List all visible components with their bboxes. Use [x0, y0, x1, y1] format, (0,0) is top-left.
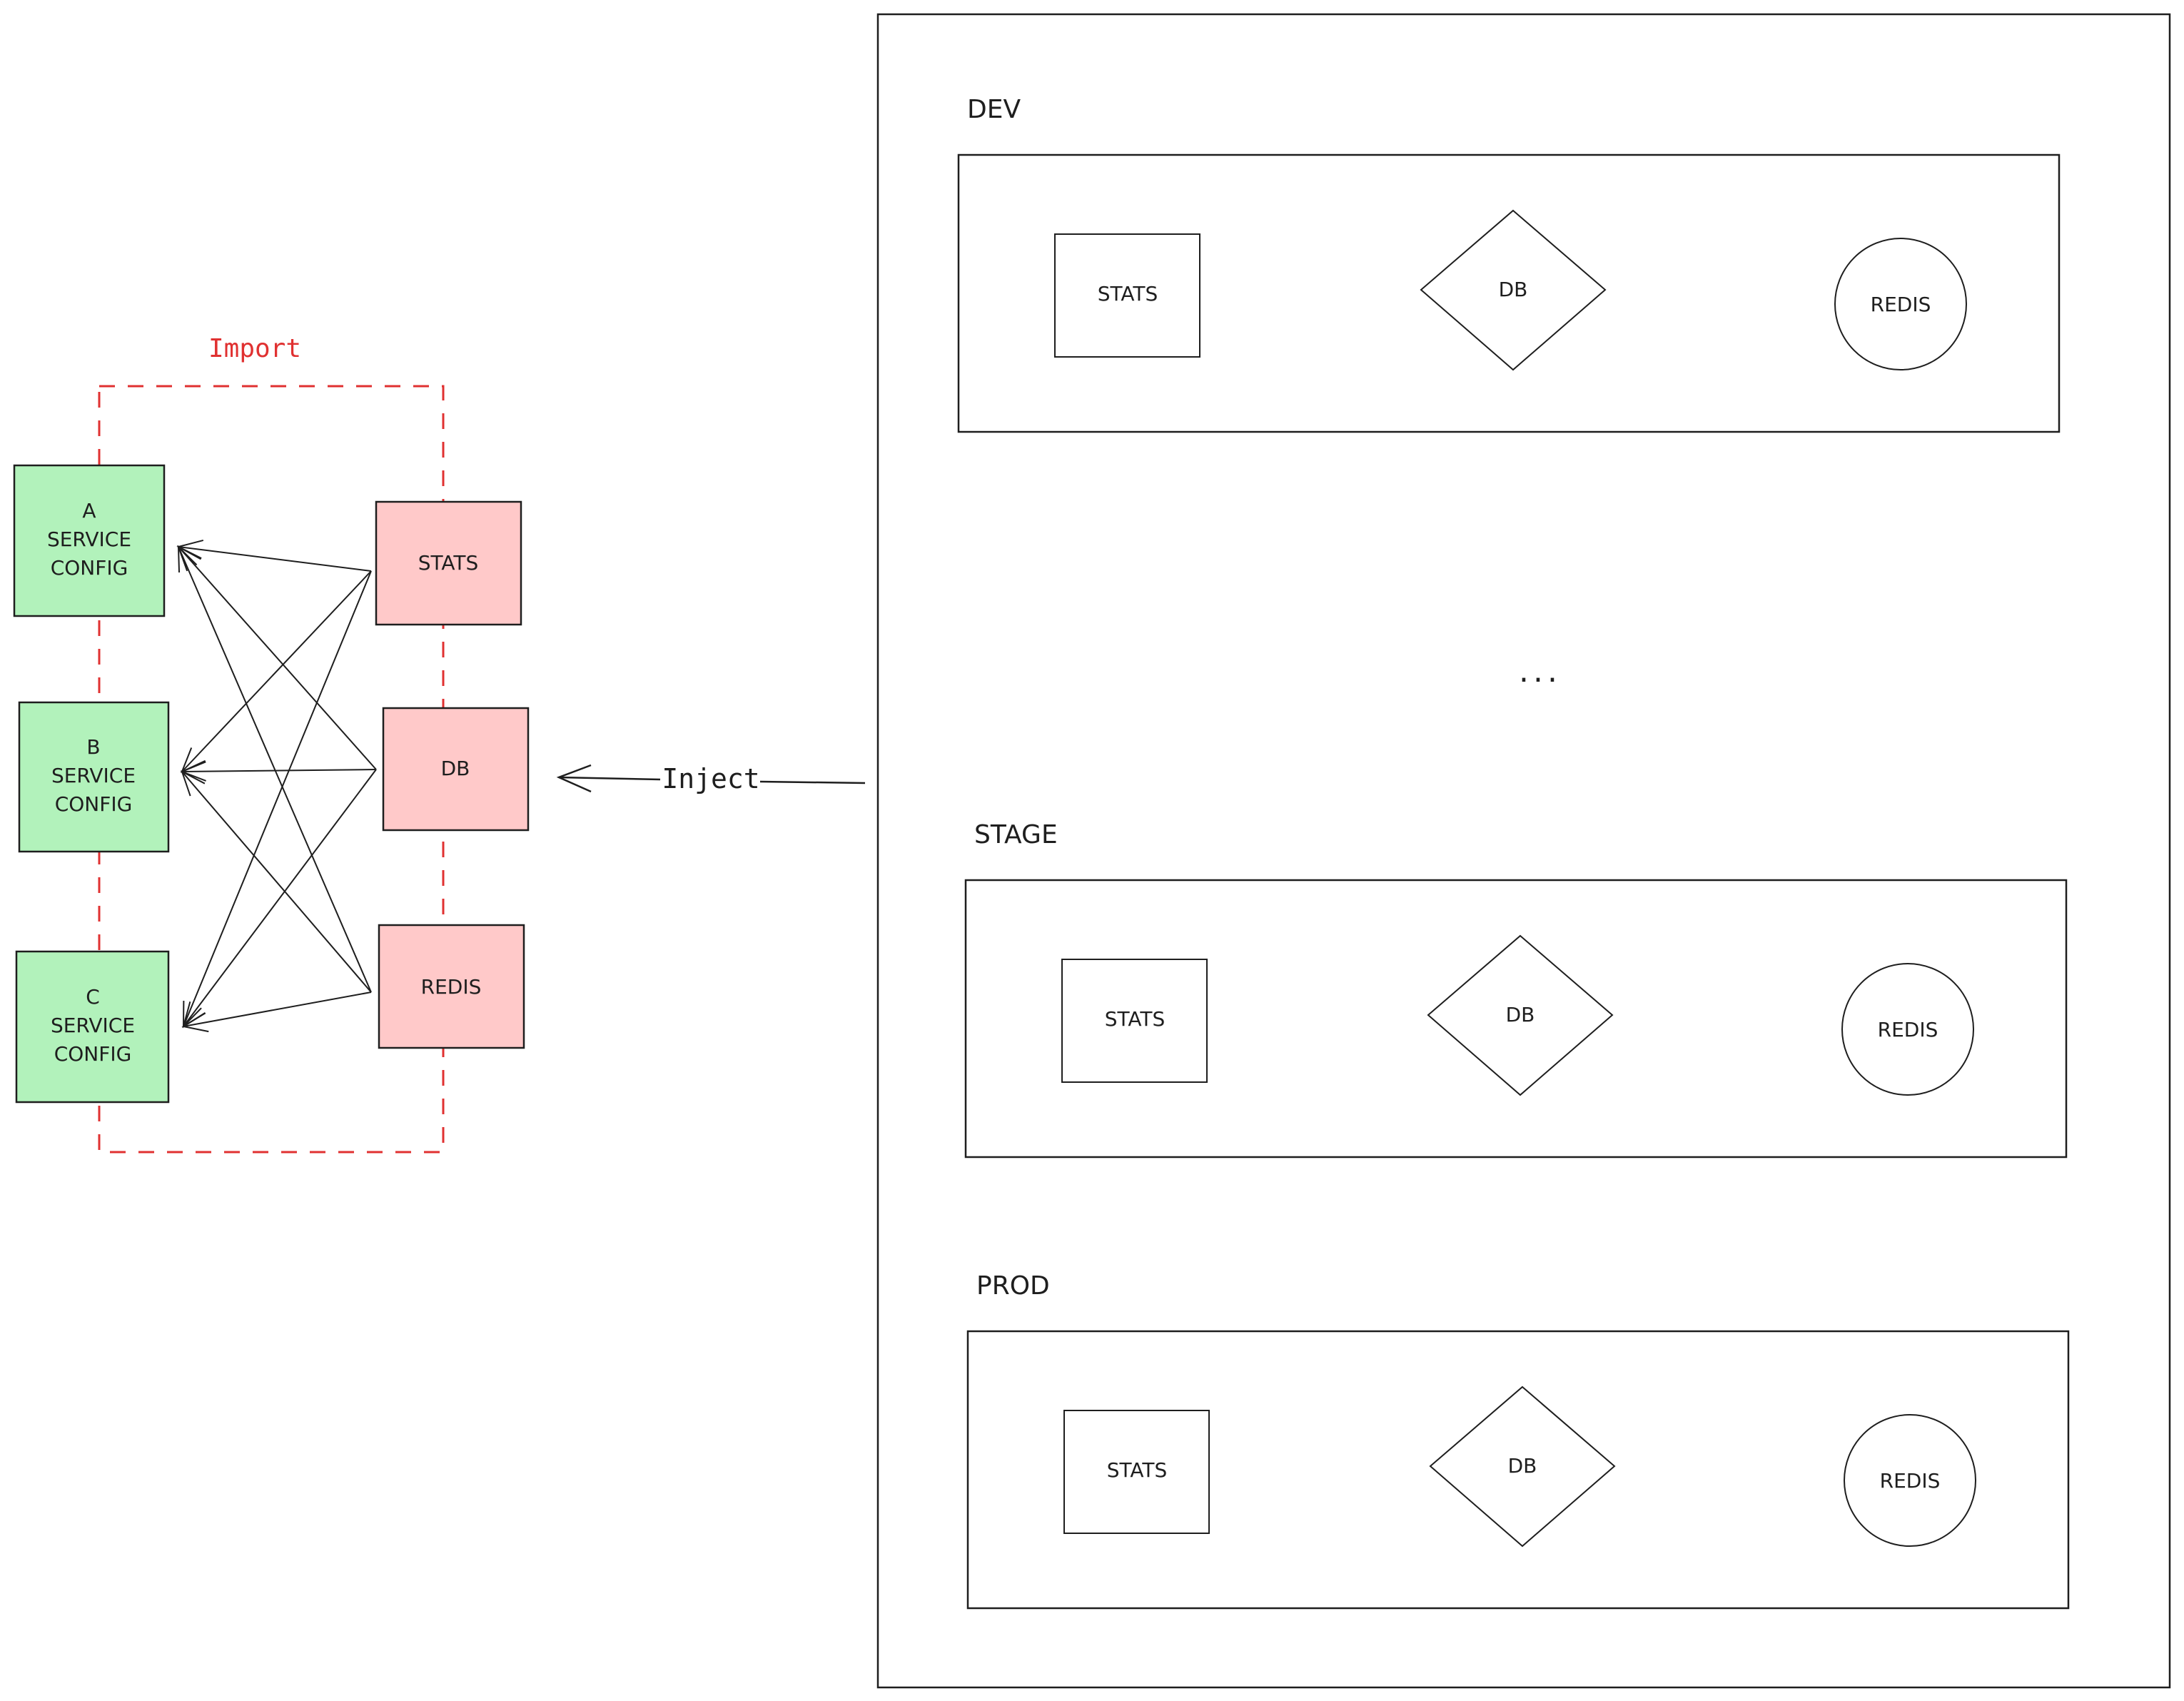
environment-prod-container	[966, 1330, 2070, 1610]
environment-stage-db-label: DB	[1506, 1003, 1535, 1026]
service-b-line-2: SERVICE	[51, 764, 136, 787]
environment-stage-redis[interactable]: REDIS	[1841, 963, 1974, 1096]
service-a-line-1: A	[82, 499, 96, 523]
import-arrow-redis-to-a	[177, 545, 372, 993]
environment-dev-redis[interactable]: REDIS	[1834, 238, 1967, 370]
environment-stage-stats-label: STATS	[1105, 1007, 1166, 1031]
environment-dev-db-label: DB	[1499, 278, 1528, 301]
import-label: Import	[208, 334, 301, 363]
resource-stats-label: STATS	[418, 551, 479, 575]
environment-ellipsis: ...	[1519, 653, 1562, 690]
resource-redis[interactable]: REDIS	[378, 924, 525, 1049]
resource-db-label: DB	[441, 757, 470, 780]
environment-prod-redis[interactable]: REDIS	[1844, 1414, 1976, 1547]
resource-redis-label: REDIS	[421, 975, 482, 999]
service-config-c[interactable]: C SERVICE CONFIG	[15, 950, 170, 1104]
environments-frame	[876, 13, 2171, 1689]
environment-dev-container	[957, 153, 2061, 433]
environment-stage-container	[964, 879, 2068, 1159]
resource-db[interactable]: DB	[382, 707, 530, 832]
environment-prod: PROD STATS DB REDIS	[966, 1271, 2070, 1610]
import-arrow-stats-to-a	[176, 539, 372, 572]
environment-dev-stats[interactable]: STATS	[1054, 233, 1200, 358]
service-a-line-3: CONFIG	[51, 556, 128, 580]
service-b-line-1: B	[86, 735, 100, 759]
environment-dev-title: DEV	[967, 95, 1021, 124]
service-config-a[interactable]: A SERVICE CONFIG	[13, 464, 166, 617]
service-config-b[interactable]: B SERVICE CONFIG	[18, 701, 170, 853]
environment-prod-db[interactable]: DB	[1429, 1385, 1616, 1548]
environment-stage-title: STAGE	[974, 820, 1058, 849]
inject-label: Inject	[662, 763, 759, 794]
environment-dev-redis-label: REDIS	[1871, 293, 1931, 316]
service-c-line-2: SERVICE	[51, 1014, 135, 1037]
environment-prod-title: PROD	[976, 1271, 1050, 1301]
import-arrow-stats-to-b	[181, 570, 372, 773]
environment-dev: DEV STATS DB REDIS	[957, 95, 2061, 433]
import-arrows	[176, 539, 377, 1033]
environment-dev-db[interactable]: DB	[1420, 209, 1607, 371]
import-arrow-redis-to-c	[181, 991, 372, 1033]
environment-stage: STAGE STATS DB REDIS	[964, 820, 2068, 1159]
import-arrow-db-to-a	[177, 545, 377, 770]
environment-prod-stats-label: STATS	[1107, 1458, 1168, 1482]
environment-dev-stats-label: STATS	[1098, 282, 1158, 306]
environment-panels: DEV STATS DB REDIS STAGE STATS DB REDIS PROD STAT…	[957, 95, 2070, 1610]
service-c-line-1: C	[86, 985, 100, 1009]
environment-prod-stats[interactable]: STATS	[1063, 1410, 1210, 1534]
import-arrow-redis-to-b	[181, 769, 372, 993]
service-b-line-3: CONFIG	[55, 792, 133, 816]
service-a-line-2: SERVICE	[47, 528, 131, 551]
environment-stage-stats[interactable]: STATS	[1061, 959, 1208, 1083]
import-arrow-stats-to-c	[182, 570, 372, 1029]
service-c-line-3: CONFIG	[54, 1042, 132, 1066]
inject-arrow: Inject	[556, 763, 866, 794]
environment-stage-redis-label: REDIS	[1878, 1018, 1938, 1041]
environment-prod-redis-label: REDIS	[1880, 1469, 1941, 1493]
environment-stage-db[interactable]: DB	[1427, 934, 1614, 1096]
environment-prod-db-label: DB	[1508, 1454, 1537, 1478]
resource-stats[interactable]: STATS	[375, 500, 522, 626]
